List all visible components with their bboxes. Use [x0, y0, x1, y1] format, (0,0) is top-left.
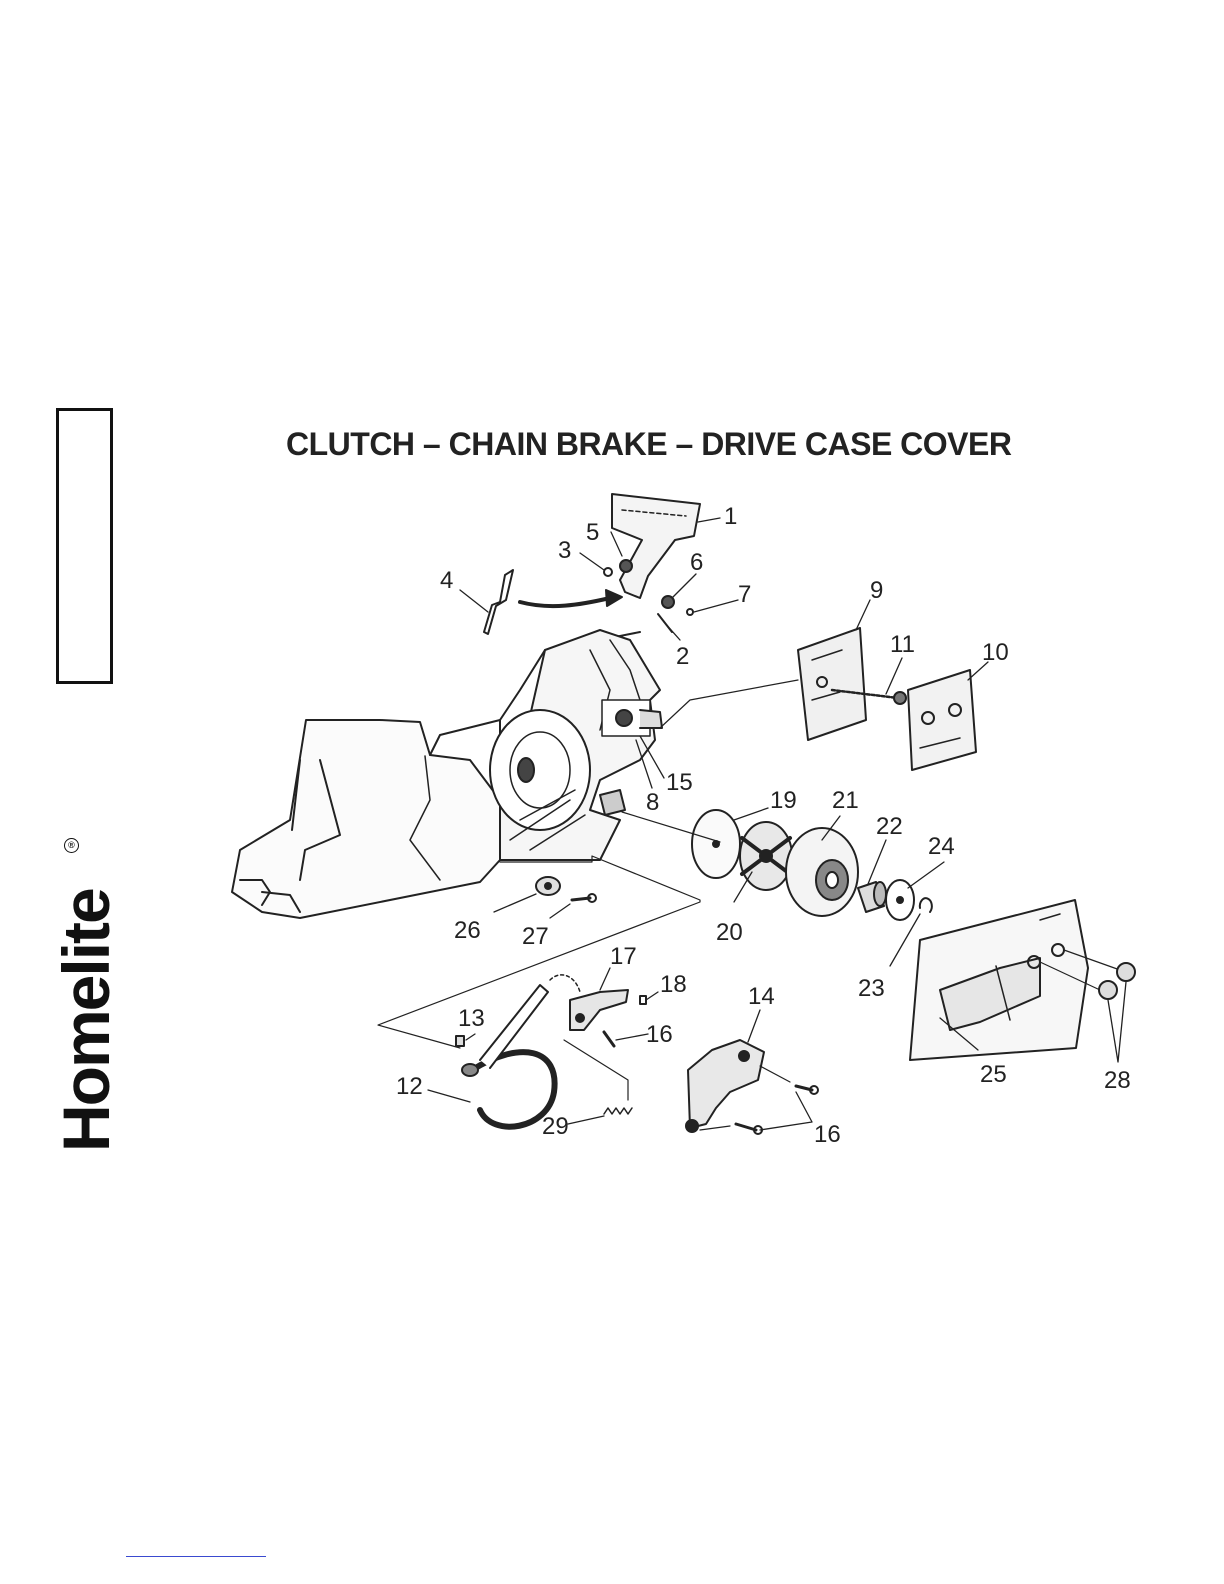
callout-13: 13 — [458, 1005, 485, 1032]
part-7-pin — [687, 609, 693, 615]
callout-14: 14 — [748, 983, 775, 1010]
callout-18: 18 — [660, 971, 687, 998]
callout-3: 3 — [558, 537, 571, 564]
callout-1: 1 — [724, 503, 737, 530]
part-23-e-ring — [920, 898, 932, 912]
callout-25: 25 — [980, 1061, 1007, 1088]
part-26-adjuster — [536, 877, 560, 895]
callout-27: 27 — [522, 923, 549, 950]
callout-19: 19 — [770, 787, 797, 814]
callout-20: 20 — [716, 919, 743, 946]
callout-10: 10 — [982, 639, 1009, 666]
callout-12: 12 — [396, 1073, 423, 1100]
part-16-screw-a — [604, 1032, 614, 1046]
part-14-brake-bracket — [686, 1040, 764, 1132]
part-5-nut — [620, 560, 632, 572]
callout-16a: 16 — [646, 1021, 673, 1048]
callout-4: 4 — [440, 567, 453, 594]
part-13-pin — [456, 1036, 464, 1046]
callout-6: 6 — [690, 549, 703, 576]
callout-15: 15 — [666, 769, 693, 796]
part-29-spring — [604, 1108, 632, 1114]
callout-28: 28 — [1104, 1067, 1131, 1094]
callout-24: 24 — [928, 833, 955, 860]
part-16-screw-c — [736, 1124, 756, 1130]
callout-22: 22 — [876, 813, 903, 840]
part-10-outer-plate — [908, 670, 976, 770]
part-17-brake-lever — [550, 975, 628, 1030]
part-9-bar-plate — [798, 628, 866, 740]
part-18-pin — [640, 996, 646, 1004]
callout-2: 2 — [676, 643, 689, 670]
drive-case — [490, 630, 662, 860]
callout-26: 26 — [454, 917, 481, 944]
part-21-drum-sprocket — [786, 828, 858, 916]
part-3-washer — [604, 568, 612, 576]
callout-9: 9 — [870, 577, 883, 604]
callout-7: 7 — [738, 581, 751, 608]
callout-29: 29 — [542, 1113, 569, 1140]
part-25-drive-case-cover — [910, 900, 1088, 1060]
callout-23: 23 — [858, 975, 885, 1002]
callout-21: 21 — [832, 787, 859, 814]
callout-17: 17 — [610, 943, 637, 970]
assembly-arrow — [520, 598, 610, 606]
bottom-link-underline[interactable] — [126, 1556, 266, 1557]
part-4-spring-clip — [484, 570, 513, 634]
part-22-bearing — [858, 882, 886, 912]
callout-8: 8 — [646, 789, 659, 816]
callout-11: 11 — [890, 631, 915, 658]
callout-5: 5 — [586, 519, 599, 546]
callout-16b: 16 — [814, 1121, 841, 1148]
